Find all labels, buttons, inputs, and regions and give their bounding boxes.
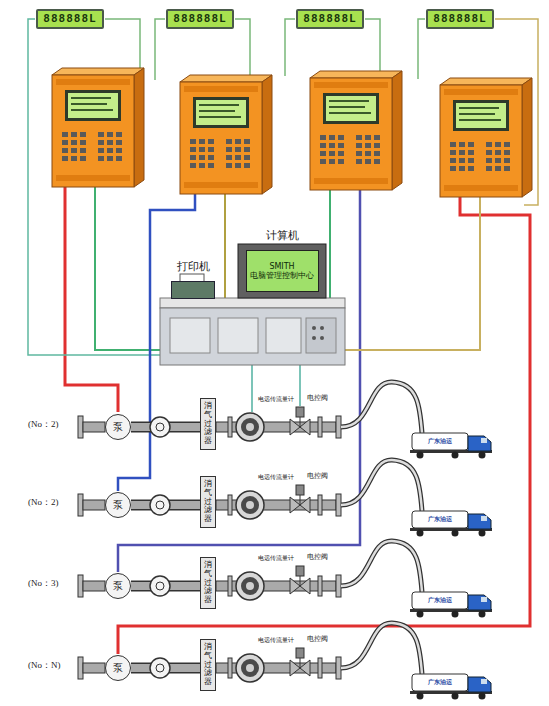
node-text: 电脑管理控制中心 <box>250 271 314 280</box>
valve-label: 电控阀 <box>307 636 328 644</box>
lcd-display: 888888L <box>296 9 364 29</box>
pump-symbol: 泵 <box>105 492 131 518</box>
pipeline-parts <box>150 566 310 600</box>
wire <box>28 19 160 355</box>
wire <box>329 190 331 298</box>
node-text: 泵 <box>113 662 123 674</box>
wire <box>65 187 118 412</box>
controller <box>310 71 402 190</box>
desk-button <box>320 326 324 330</box>
pump-symbol: 泵 <box>105 655 131 681</box>
desk-panel <box>266 318 301 353</box>
truck-label: 广东油运 <box>427 679 453 686</box>
wire <box>285 19 295 76</box>
printer: 打印机 <box>171 281 215 299</box>
node-text: 888888L <box>173 13 226 26</box>
pipeline <box>78 460 492 537</box>
meter-label: 电远传流量计 <box>258 396 294 403</box>
truck-label: 广东油运 <box>427 516 453 523</box>
desk-panel <box>170 318 210 353</box>
wires <box>28 19 538 654</box>
desk-front <box>160 308 345 365</box>
node-text: 计算机 <box>266 230 299 243</box>
pipeline-parts <box>150 485 310 519</box>
wire <box>155 19 165 80</box>
node-text: 消气过滤器 <box>204 402 212 446</box>
pump-symbol: 泵 <box>105 414 131 440</box>
node-text: 888888L <box>433 13 486 26</box>
meter-label: 电远传流量计 <box>258 555 294 562</box>
node-text: 泵 <box>113 421 123 433</box>
desk-panel <box>218 318 258 353</box>
controller <box>440 78 532 197</box>
pipeline-parts <box>150 648 310 682</box>
valve-label: 电控阀 <box>307 473 328 481</box>
desk-button <box>312 336 316 340</box>
pipeline <box>78 541 492 618</box>
wire <box>299 365 301 406</box>
desk-top <box>160 298 345 308</box>
wire <box>365 19 380 72</box>
wire <box>224 194 226 298</box>
computer-monitor: 计算机SMITH电脑管理控制中心 <box>246 250 319 292</box>
node-text: SMITH <box>269 262 294 271</box>
node-text: 泵 <box>113 499 123 511</box>
wire <box>105 19 140 74</box>
filter-box: 消气过滤器 <box>200 639 216 691</box>
truck-label: 广东油运 <box>427 438 453 445</box>
desk-button <box>312 326 316 330</box>
desk-button <box>320 336 324 340</box>
lcd-display: 888888L <box>426 9 494 29</box>
pipeline <box>78 382 492 459</box>
monitor-frame <box>238 244 326 298</box>
controller <box>52 68 144 187</box>
meter-label: 电远传流量计 <box>258 637 294 644</box>
valve-label: 电控阀 <box>307 395 328 403</box>
wire <box>345 197 480 350</box>
row-number: (No：N) <box>28 661 61 671</box>
pipeline-parts <box>150 407 310 441</box>
node-text: 888888L <box>303 13 356 26</box>
row-number: (No：2) <box>28 498 59 508</box>
wire <box>418 19 425 79</box>
desk-panel <box>306 318 336 353</box>
node-text: 消气过滤器 <box>204 480 212 524</box>
row-number: (No：2) <box>28 420 59 430</box>
lcd-display: 888888L <box>166 9 234 29</box>
wire <box>235 19 250 76</box>
pipeline <box>78 623 492 700</box>
node-text: 泵 <box>113 580 123 592</box>
row-number: (No：3) <box>28 579 59 589</box>
meter-label: 电远传流量计 <box>258 474 294 481</box>
filter-box: 消气过滤器 <box>200 476 216 528</box>
node-text: 打印机 <box>177 261 210 274</box>
filter-box: 消气过滤器 <box>200 398 216 450</box>
wire <box>251 365 253 412</box>
truck-label: 广东油运 <box>427 597 453 604</box>
wire <box>118 190 360 572</box>
valve-label: 电控阀 <box>307 554 328 562</box>
node-text: 消气过滤器 <box>204 643 212 687</box>
lcd-display: 888888L <box>36 9 104 29</box>
controller <box>180 75 272 194</box>
node-text: 888888L <box>43 13 96 26</box>
node-text: 消气过滤器 <box>204 561 212 605</box>
pump-symbol: 泵 <box>105 573 131 599</box>
filter-box: 消气过滤器 <box>200 557 216 609</box>
